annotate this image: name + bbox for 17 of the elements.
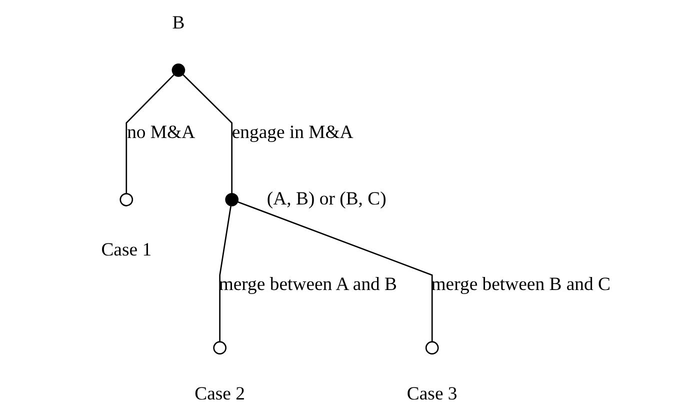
connector [236,201,432,342]
node-label: Case 1 [100,239,152,260]
edge-label: engage in M&A [231,122,353,143]
node-circle [212,341,226,355]
node-circle [424,341,438,355]
node-circle [171,63,185,77]
connector [125,74,174,194]
connector [218,206,231,342]
node-label: Case 3 [406,384,457,405]
node-label: (A, B) or (B, C) [266,188,386,210]
node-label: B [172,12,184,34]
edge-label: no M&A [126,122,195,143]
node-label: Case 2 [194,384,245,405]
connector [182,74,232,194]
node-circle [224,192,238,206]
edge-label: merge between B and C [430,274,610,296]
node-circle [119,192,133,206]
